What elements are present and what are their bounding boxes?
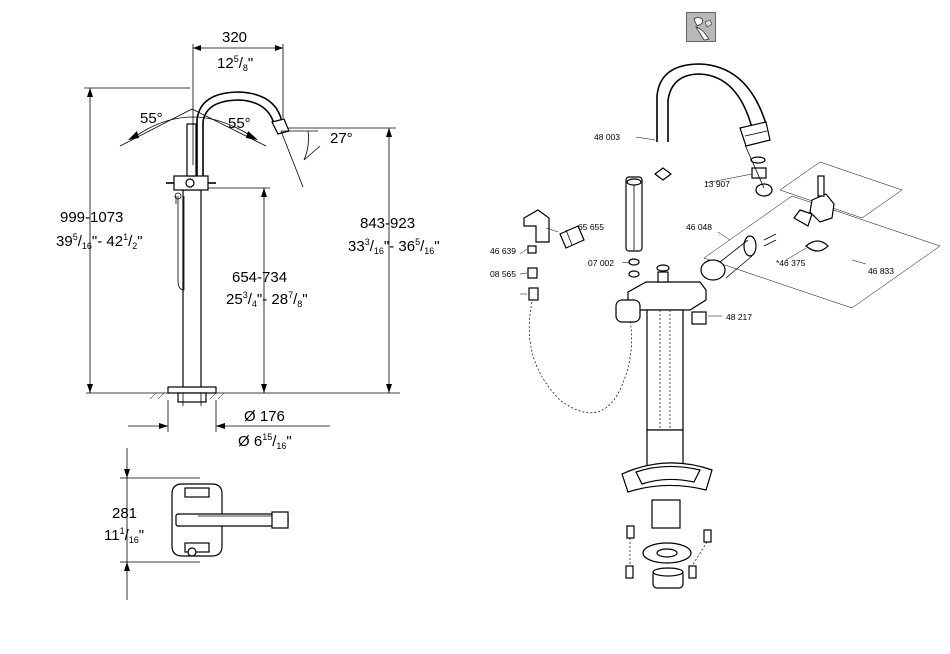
- angle-left-label: 55°: [140, 110, 163, 127]
- angle-spout-label: 27°: [330, 130, 353, 147]
- plan-depth-inch-label: 111/16": [104, 526, 144, 545]
- exploded-view: 48 003 13 907 65 655 46 639 07 002 08 56…: [490, 64, 940, 588]
- base-diameter-mm-label: Ø 176: [244, 408, 285, 425]
- plan-view: 281 111/16": [104, 448, 288, 600]
- handle-height-mm-label: 654-734: [232, 269, 287, 286]
- part-07002: 07 002: [588, 258, 614, 268]
- elevation-view: 27° 55° 55° 320 125/8" 999-1073 395/16"-…: [56, 29, 440, 451]
- total-height-inch-label: 395/16"- 421/2": [56, 232, 143, 251]
- angle-right-label: 55°: [228, 115, 251, 132]
- part-48217: 48 217: [726, 312, 752, 322]
- width-inch-label: 125/8": [217, 54, 253, 73]
- spout-height-mm-label: 843-923: [360, 215, 415, 232]
- part-46048: 46 048: [686, 222, 712, 232]
- part-46639: 46 639: [490, 246, 516, 256]
- base-diameter-inch-label: Ø 615/16": [238, 432, 292, 451]
- plan-depth-mm-label: 281: [112, 505, 137, 522]
- part-48003: 48 003: [594, 132, 620, 142]
- spout-height-inch-label: 333/16"- 365/16": [348, 237, 440, 256]
- handle-height-inch-label: 253/4"- 287/8": [226, 290, 308, 309]
- part-13907: 13 907: [704, 179, 730, 189]
- width-mm-label: 320: [222, 29, 247, 46]
- part-65655: 65 655: [578, 222, 604, 232]
- part-08565: 08 565: [490, 269, 516, 279]
- total-height-mm-label: 999-1073: [60, 209, 123, 226]
- part-46833: 46 833: [868, 266, 894, 276]
- part-46375: *46 375: [776, 258, 806, 268]
